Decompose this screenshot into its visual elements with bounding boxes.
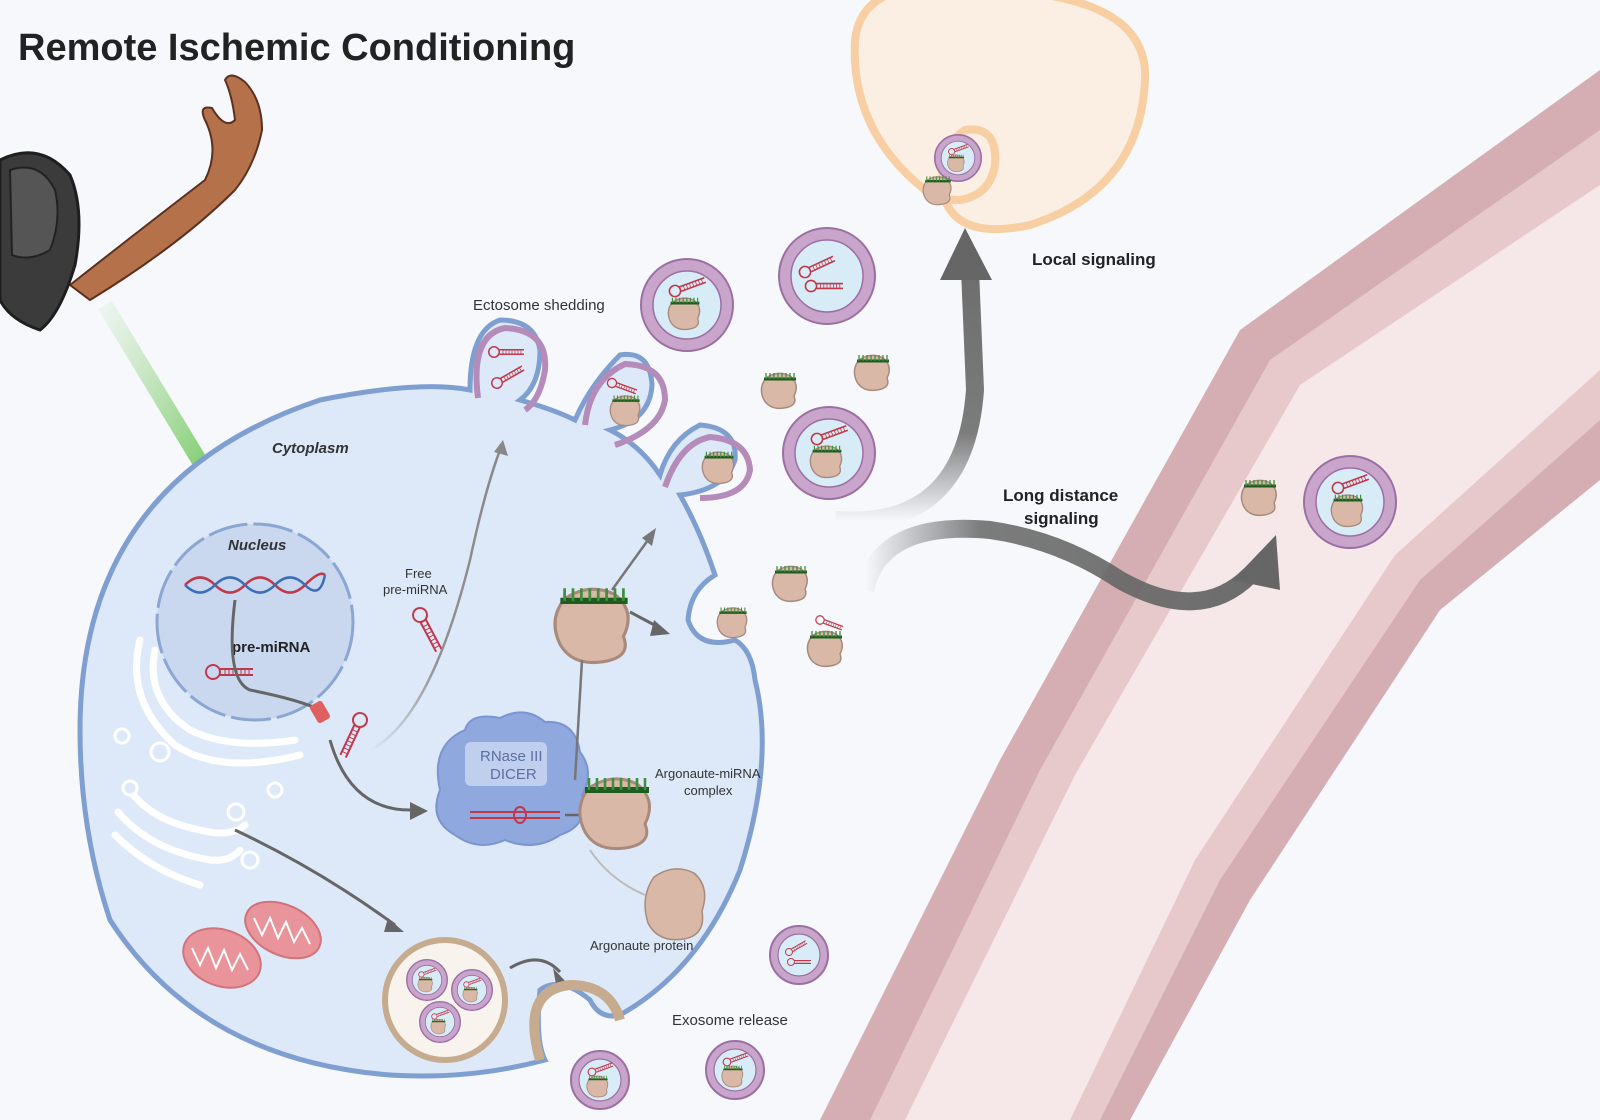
dna-helix-icon	[184, 572, 327, 594]
free-pre-mirna-path	[369, 449, 502, 752]
cytoplasm-label: Cytoplasm	[272, 440, 349, 457]
argonaute-complex-label-2: complex	[684, 783, 733, 798]
ectosome-bud-3	[662, 433, 754, 501]
pre-mirna-label: pre-miRNA	[232, 639, 311, 656]
nucleus-label: Nucleus	[228, 537, 286, 554]
exosome-vesicle-icon	[1304, 456, 1396, 548]
mvb-to-release-arrowhead	[553, 968, 566, 984]
dicer-label-1: RNase III	[480, 748, 543, 765]
free-pre-mirna-arrowhead	[494, 440, 508, 456]
golgi-to-mvb-arrow	[234, 828, 396, 927]
mvb-to-release-arrow	[509, 958, 562, 974]
dicer-complex	[435, 711, 589, 846]
golgi-to-mvb-arrowhead	[384, 918, 404, 932]
argonaute-mirna-complex-icon	[1239, 478, 1278, 517]
argonaute-mirna-complex-icon	[805, 629, 844, 668]
golgi-vesicles	[113, 727, 284, 870]
export-path	[230, 599, 321, 712]
exosome-vesicle-icon	[452, 970, 493, 1011]
dicer-label-2: DICER	[490, 766, 537, 783]
exosome-vesicle-icon	[420, 1002, 461, 1043]
ago-to-ecto-path	[610, 539, 650, 591]
exosome-vesicle-icon	[779, 228, 875, 324]
argonaute-complex-label-1: Argonaute-miRNA	[655, 766, 761, 781]
main-cell	[77, 317, 765, 1079]
to-dicer-arrowhead	[410, 802, 428, 820]
mitochondria-icon	[182, 900, 322, 989]
long-distance-label-2: signaling	[1024, 509, 1099, 528]
golgi-icon	[111, 636, 304, 889]
budding-exosome	[715, 606, 749, 639]
argonaute-protein-icon	[644, 868, 706, 941]
ago-up-path	[573, 659, 584, 781]
fusion-pore	[529, 979, 625, 1062]
long-distance-label-1: Long distance	[1003, 486, 1118, 505]
ectosome-shedding-label: Ectosome shedding	[473, 297, 605, 314]
argonaute-mirna-complex-icon	[770, 564, 809, 603]
argonaute-protein-label: Argonaute protein	[590, 938, 693, 953]
free-pre-mirna-label-1: Free	[405, 566, 432, 581]
exosome-vesicle-icon	[769, 925, 829, 985]
exosome-vesicle-icon	[783, 407, 875, 499]
exosome-vesicle-icon	[407, 960, 448, 1001]
ectosome-bud-1	[473, 324, 549, 413]
free-pre-mirna-label-2: pre-miRNA	[383, 582, 448, 597]
argonaute-mirna-complex-icon	[555, 588, 628, 662]
long-distance-signaling-arrow	[856, 519, 1280, 611]
argonaute-mirna-complex-icon	[759, 371, 798, 410]
local-signaling-label: Local signaling	[1032, 250, 1156, 269]
ago-to-ecto-arrowhead	[642, 528, 656, 546]
nuclear-pore	[310, 700, 330, 724]
exosome-vesicle-icon	[706, 1041, 764, 1099]
page-title: Remote Ischemic Conditioning	[18, 27, 575, 69]
ago-protein-link	[589, 849, 646, 896]
exosome-vesicle-icon	[935, 135, 981, 181]
exosome-release-label: Exosome release	[672, 1012, 788, 1029]
local-signaling-arrow	[834, 228, 992, 530]
exosome-vesicle-icon	[571, 1051, 629, 1109]
mirna-hairpin-icon	[814, 614, 845, 633]
argonaute-mirna-complex-icon	[580, 778, 650, 849]
argonaute-mirna-complex-icon	[852, 353, 891, 392]
arm-with-cuff-icon	[0, 74, 264, 332]
argonaute-protein-icon	[921, 175, 953, 206]
ago-to-bud-arrowhead	[650, 620, 670, 636]
ectosome-bud-2	[582, 360, 669, 448]
target-cell	[850, 0, 1150, 234]
exosome-vesicle-icon	[641, 259, 733, 351]
to-dicer-arrow	[328, 739, 411, 812]
